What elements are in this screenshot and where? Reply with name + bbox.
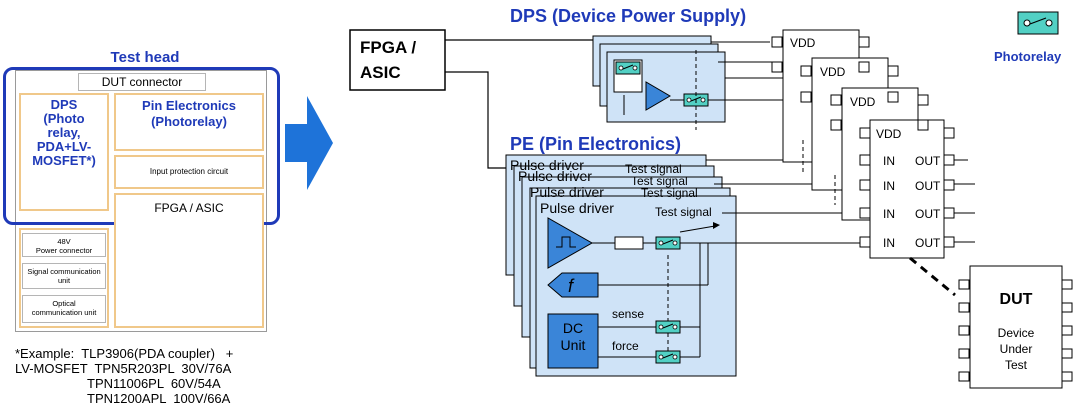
ic-4 <box>869 119 945 259</box>
fpga-asic-box <box>349 29 446 91</box>
vdd-label: VDD <box>876 127 902 141</box>
vdd-label: VDD <box>820 65 846 79</box>
dc-unit-line1: DC <box>563 320 583 336</box>
pin-electronics-label: Pin Electronics (Photorelay) <box>142 98 236 129</box>
in-label: IN <box>883 236 895 250</box>
pulse-driver-label-2: Pulse driver <box>518 168 592 184</box>
dps-block-label: DPS (Photo relay, PDA+LV- MOSFET*) <box>32 97 96 168</box>
out-label: OUT <box>915 236 941 250</box>
in-label: IN <box>883 207 895 221</box>
vdd-label: VDD <box>850 95 876 109</box>
dut-desc-1: Device <box>998 326 1035 340</box>
dut-desc-3: Test <box>1005 358 1028 372</box>
sense-label: sense <box>612 307 644 321</box>
dc-unit <box>547 313 599 369</box>
test-signal-label-3: Test signal <box>641 186 698 200</box>
footnote-text: *Example: TLP3906(PDA coupler) + LV-MOSF… <box>15 346 234 406</box>
force-label: force <box>612 339 639 353</box>
fpga-asic-block: FPGA / ASIC <box>114 193 264 328</box>
photorelay-legend-icon <box>1017 11 1059 35</box>
dut-desc-2: Under <box>1000 342 1033 356</box>
dut-connector: DUT connector <box>78 73 206 91</box>
photorelay-legend-label: Photorelay <box>994 49 1062 64</box>
test-signal-label-4: Test signal <box>655 205 712 219</box>
pulse-driver-label-4: Pulse driver <box>540 200 614 216</box>
pulse-driver-label-3: Pulse driver <box>530 184 604 200</box>
dut-chip <box>969 265 1063 389</box>
test-signal-label-1: Test signal <box>625 162 682 176</box>
vdd-label: VDD <box>790 36 816 50</box>
signal-communication-unit: Signal communication unit <box>22 263 106 289</box>
in-label: IN <box>883 154 895 168</box>
pulse-driver-label-1: Pulse driver <box>510 157 584 173</box>
fpga-asic-line2: ASIC <box>360 63 401 82</box>
test-head-title: Test head <box>110 49 180 66</box>
out-label: OUT <box>915 179 941 193</box>
dps-block <box>19 93 109 211</box>
out-label: OUT <box>915 154 941 168</box>
out-label: OUT <box>915 207 941 221</box>
test-signal-label-2: Test signal <box>631 174 688 188</box>
pin-electronics-block <box>114 93 264 151</box>
dut-label: DUT <box>1000 291 1033 308</box>
in-label: IN <box>883 179 895 193</box>
resistor <box>614 236 644 250</box>
flow-arrow <box>285 96 333 190</box>
pin-electronics-diagram: FPGA / ASIC DPS (Device Power Supply) PE… <box>349 6 1073 389</box>
dc-unit-line2: Unit <box>561 337 586 353</box>
pe-title: PE (Pin Electronics) <box>510 134 681 154</box>
dps-title: DPS (Device Power Supply) <box>510 6 746 26</box>
optical-communication-unit: Optical communication unit <box>22 295 106 323</box>
power-connector: 48V Power connector <box>22 233 106 257</box>
f-symbol: f <box>568 276 575 296</box>
fpga-asic-line1: FPGA / <box>360 38 416 57</box>
input-protection-block: Input protection circuit <box>114 155 264 189</box>
